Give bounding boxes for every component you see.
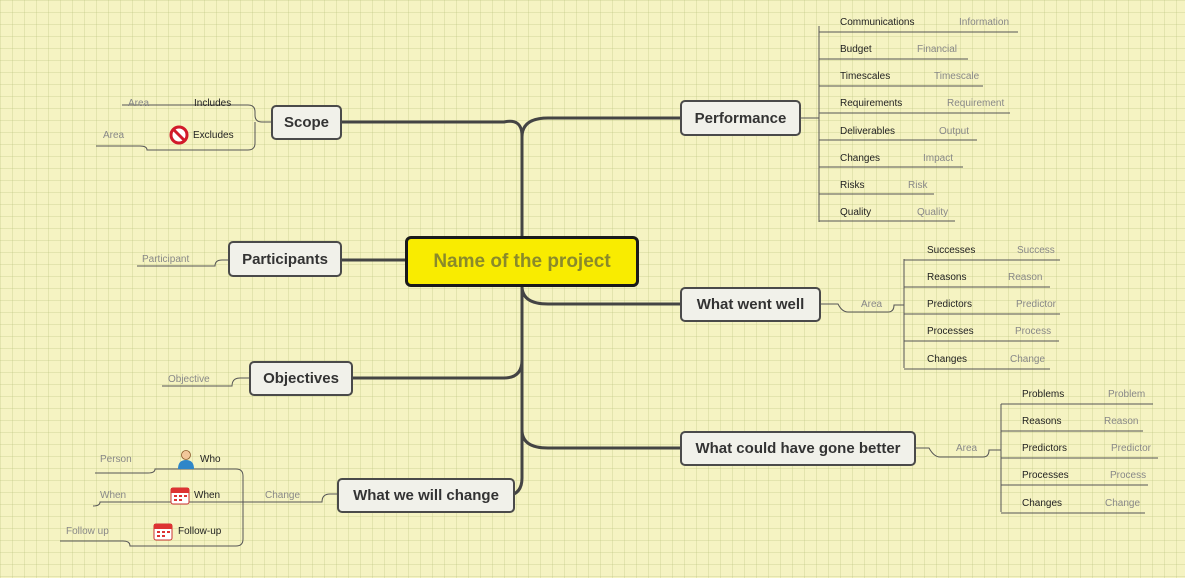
note-area: Area bbox=[103, 130, 125, 141]
topic-timescales[interactable]: Timescales bbox=[840, 71, 891, 82]
note-area: Area bbox=[128, 98, 150, 109]
topic-problems[interactable]: Problems bbox=[1022, 389, 1065, 400]
note-participant: Participant bbox=[142, 254, 190, 265]
note-reason: Reason bbox=[1104, 416, 1139, 427]
topic-changes[interactable]: Changes bbox=[840, 153, 881, 164]
connector-better bbox=[520, 287, 681, 450]
topic-changes[interactable]: Changes bbox=[1022, 498, 1063, 509]
topic-budget[interactable]: Budget bbox=[840, 44, 872, 55]
note-success: Success bbox=[1017, 245, 1055, 256]
topic-changes[interactable]: Changes bbox=[927, 354, 968, 365]
note-problem: Problem bbox=[1108, 389, 1146, 400]
topic-excludes[interactable]: Excludes bbox=[193, 130, 234, 141]
topic-when[interactable]: When bbox=[194, 490, 221, 501]
note-information: Information bbox=[959, 17, 1010, 28]
note-predictor: Predictor bbox=[1111, 443, 1152, 454]
topic-successes[interactable]: Successes bbox=[927, 245, 976, 256]
topic-change[interactable]: Change bbox=[265, 490, 301, 501]
branch-scope[interactable]: Scope bbox=[271, 105, 342, 140]
note-financial: Financial bbox=[917, 44, 958, 55]
connector-change bbox=[503, 287, 524, 498]
note-person: Person bbox=[100, 454, 132, 465]
note-reason: Reason bbox=[1008, 272, 1043, 283]
topic-includes[interactable]: Includes bbox=[194, 98, 232, 109]
topic-communications[interactable]: Communications bbox=[840, 17, 915, 28]
no-entry-icon bbox=[169, 125, 189, 145]
topic-processes[interactable]: Processes bbox=[1022, 470, 1069, 481]
central-topic[interactable]: Name of the project bbox=[405, 236, 639, 287]
topic-risks[interactable]: Risks bbox=[840, 180, 865, 191]
connector-well bbox=[520, 285, 681, 306]
note-when: When bbox=[100, 490, 127, 501]
note-impact: Impact bbox=[923, 153, 954, 164]
note-followup: Follow up bbox=[66, 526, 109, 537]
note-output: Output bbox=[939, 126, 970, 137]
branch-participants[interactable]: Participants bbox=[228, 241, 342, 277]
note-change: Change bbox=[1105, 498, 1141, 509]
calendar-icon bbox=[170, 487, 190, 505]
note-quality: Quality bbox=[917, 207, 949, 218]
branch-gone-better[interactable]: What could have gone better bbox=[680, 431, 916, 466]
topic-reasons[interactable]: Reasons bbox=[927, 272, 967, 283]
topic-quality[interactable]: Quality bbox=[840, 207, 872, 218]
note-timescale: Timescale bbox=[934, 71, 980, 82]
note-objective: Objective bbox=[168, 374, 210, 385]
topic-requirements[interactable]: Requirements bbox=[840, 98, 903, 109]
topic-predictors[interactable]: Predictors bbox=[1022, 443, 1068, 454]
branch-change[interactable]: What we will change bbox=[337, 478, 515, 513]
topic-who[interactable]: Who bbox=[200, 454, 221, 465]
note-process: Process bbox=[1015, 326, 1052, 337]
note-area: Area bbox=[861, 299, 883, 310]
topic-deliverables[interactable]: Deliverables bbox=[840, 126, 896, 137]
person-icon bbox=[178, 450, 194, 469]
branch-objectives[interactable]: Objectives bbox=[249, 361, 353, 396]
note-area: Area bbox=[956, 443, 978, 454]
connector-performance bbox=[520, 116, 681, 236]
note-change: Change bbox=[1010, 354, 1046, 365]
topic-predictors[interactable]: Predictors bbox=[927, 299, 973, 310]
branch-went-well[interactable]: What went well bbox=[680, 287, 821, 322]
note-predictor: Predictor bbox=[1016, 299, 1057, 310]
connector-objectives bbox=[353, 287, 524, 380]
topic-followup[interactable]: Follow-up bbox=[178, 526, 222, 537]
note-risk: Risk bbox=[908, 180, 928, 191]
note-process: Process bbox=[1110, 470, 1147, 481]
topic-reasons[interactable]: Reasons bbox=[1022, 416, 1062, 427]
calendar-icon bbox=[153, 523, 173, 541]
topic-processes[interactable]: Processes bbox=[927, 326, 974, 337]
connector-scope bbox=[342, 119, 524, 236]
note-requirement: Requirement bbox=[947, 98, 1005, 109]
branch-performance[interactable]: Performance bbox=[680, 100, 801, 136]
